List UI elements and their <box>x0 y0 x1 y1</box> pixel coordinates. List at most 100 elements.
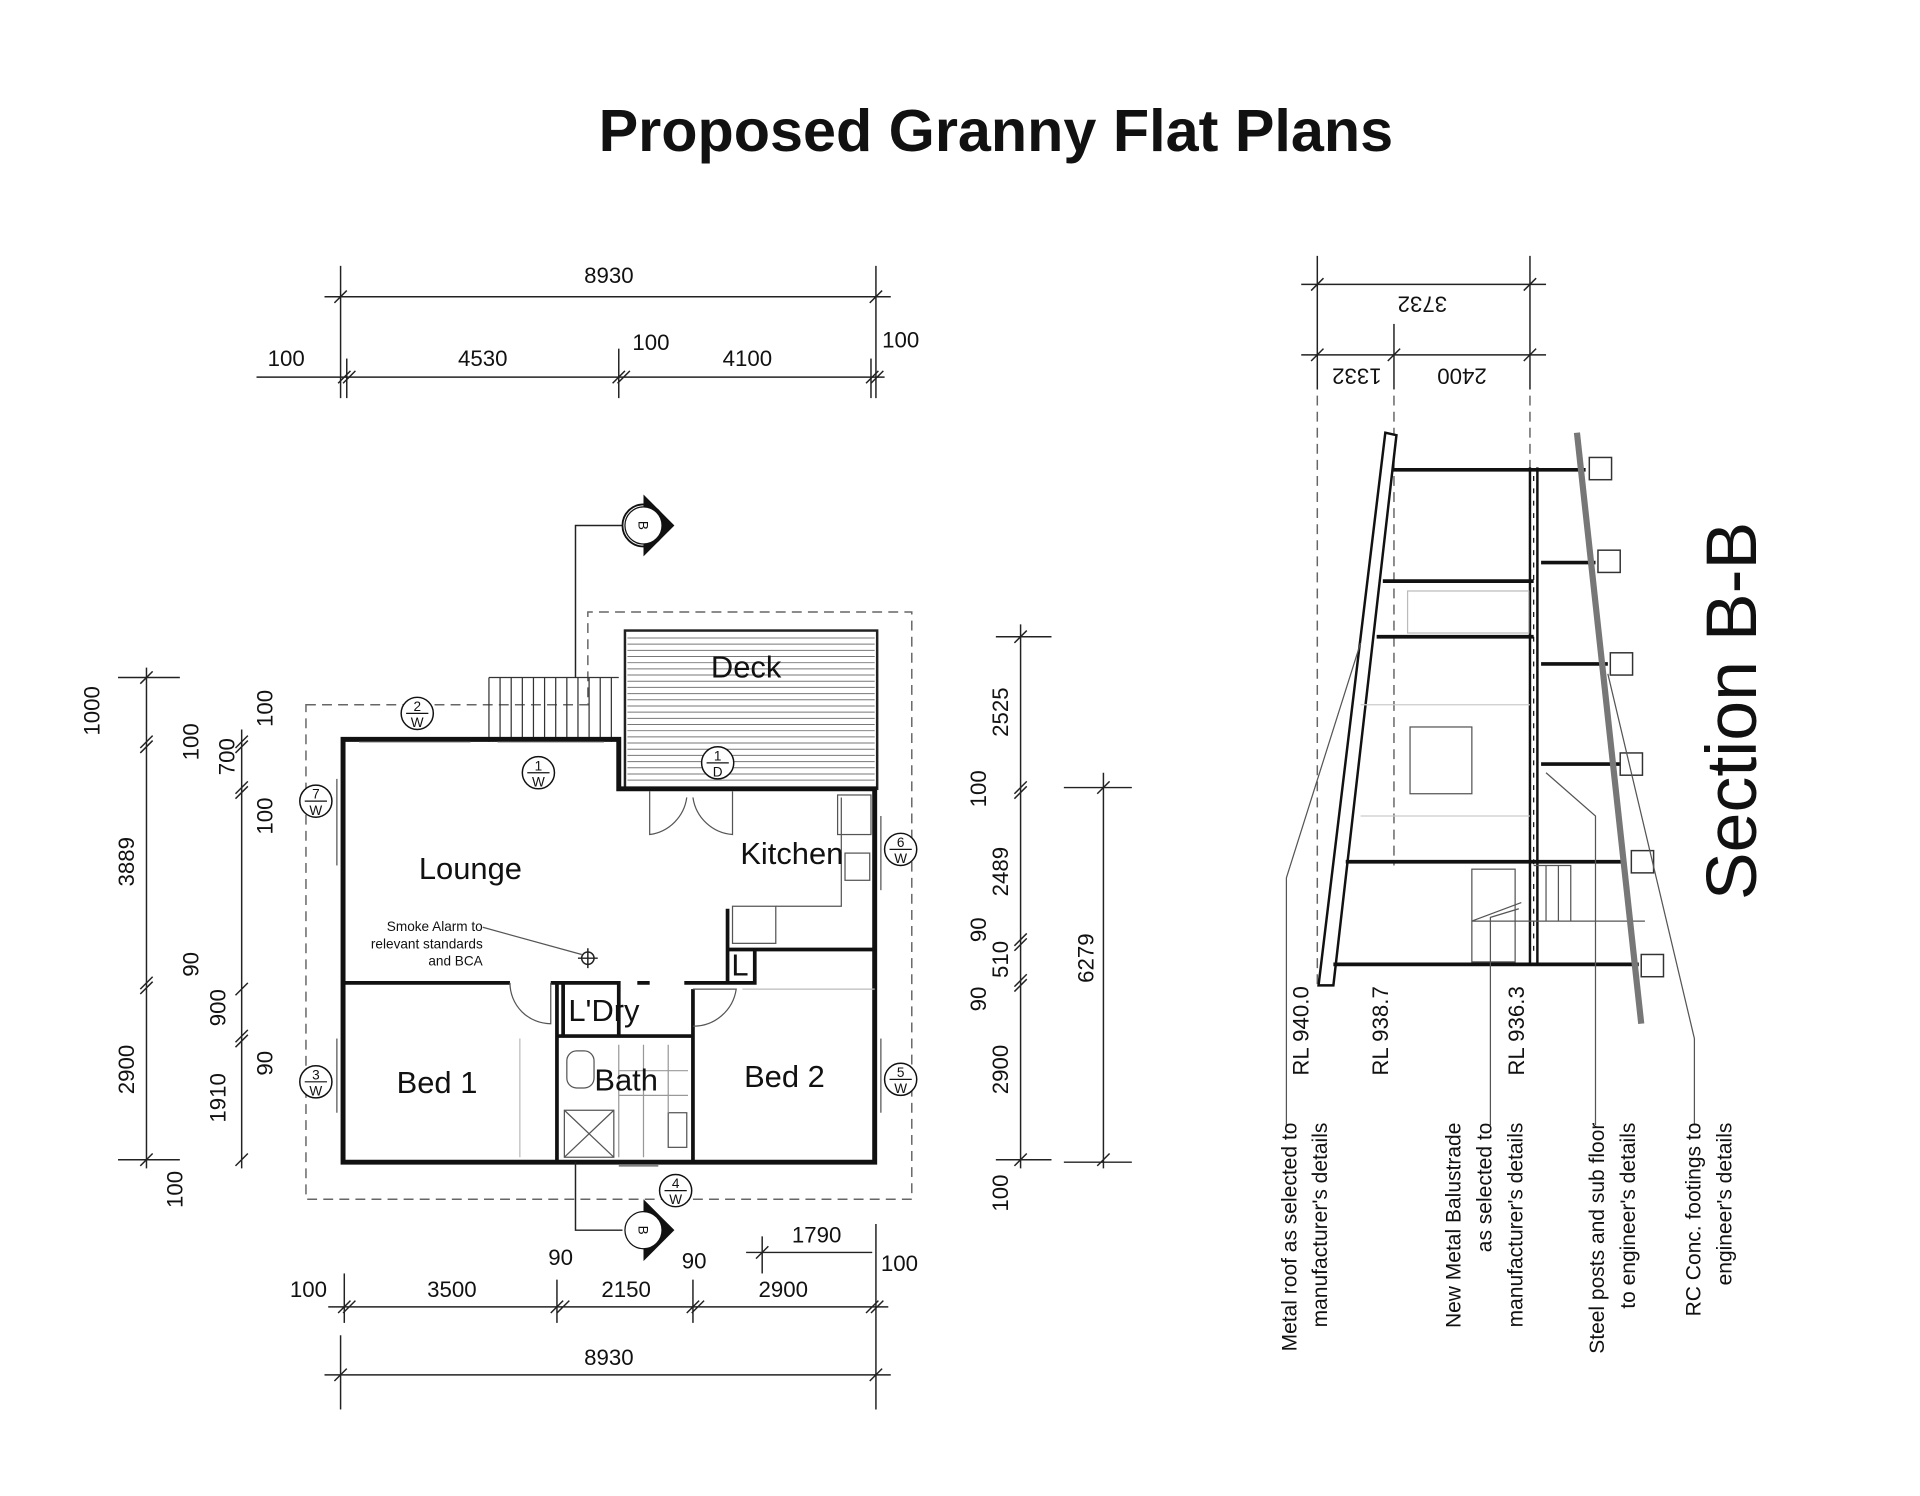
svg-text:Smoke Alarm to: Smoke Alarm to <box>387 919 483 934</box>
svg-text:4: 4 <box>672 1176 680 1191</box>
room-label-kitchen: Kitchen <box>740 836 843 871</box>
opening-tag: 2W <box>400 696 435 731</box>
roof-outline <box>305 611 913 1201</box>
room-label-lounge: Lounge <box>419 851 522 886</box>
section-cut-line <box>574 524 623 1231</box>
opening-tag: 1W <box>521 755 556 790</box>
svg-text:relevant standards: relevant standards <box>371 936 483 951</box>
post <box>1528 467 1539 965</box>
svg-text:New Metal Balustrade: New Metal Balustrade <box>1443 1123 1466 1328</box>
smoke-alarm-icon <box>577 948 598 969</box>
svg-text:as selected to: as selected to <box>1474 1123 1497 1253</box>
svg-text:100: 100 <box>290 1277 327 1302</box>
dimension-label: 100 <box>162 1171 187 1208</box>
room-label-deck: Deck <box>711 650 782 685</box>
opening-tag: 5W <box>883 1062 918 1097</box>
svg-text:4530: 4530 <box>458 346 508 371</box>
internal-walls <box>343 908 875 1163</box>
svg-text:and BCA: and BCA <box>428 954 483 969</box>
svg-text:2900: 2900 <box>758 1277 808 1302</box>
svg-text:100: 100 <box>268 346 305 371</box>
dims-vertical: 1000100388990290010010070010090090191025… <box>79 686 1098 1211</box>
svg-text:Steel posts and sub floor: Steel posts and sub floor <box>1586 1123 1609 1354</box>
svg-text:2150: 2150 <box>601 1277 651 1302</box>
svg-text:4100: 4100 <box>723 346 773 371</box>
doors <box>509 791 875 1158</box>
level-labels: RL 940.0 RL 938.7 RL 936.3 <box>1289 986 1529 1075</box>
dimension-label: 2525 <box>988 687 1013 737</box>
dimension-label: 100 <box>253 797 278 834</box>
dimension-label: 3889 <box>114 837 139 886</box>
svg-text:1332: 1332 <box>1332 363 1382 388</box>
svg-text:manufacturer's details: manufacturer's details <box>1505 1123 1528 1328</box>
svg-text:1: 1 <box>535 758 543 773</box>
dimension-label: 90 <box>253 1051 278 1076</box>
deck <box>623 629 879 791</box>
room-label-linen: L <box>731 947 748 982</box>
opening-tag: 1D <box>700 746 735 780</box>
svg-text:8930: 8930 <box>584 263 634 288</box>
svg-text:1: 1 <box>714 748 722 763</box>
leader-lines <box>1285 642 1696 1126</box>
svg-text:W: W <box>532 774 545 789</box>
dimension-label: 100 <box>253 690 278 727</box>
opening-tag: 4W <box>658 1173 693 1208</box>
svg-text:RC Conc. footings to: RC Conc. footings to <box>1683 1123 1706 1317</box>
windows <box>336 741 882 1167</box>
dimension-label: 2489 <box>988 847 1013 897</box>
svg-text:6: 6 <box>897 835 905 850</box>
dimension-label: 100 <box>178 723 203 760</box>
room-label-bath: Bath <box>594 1062 658 1097</box>
room-label-bed1: Bed 1 <box>397 1065 478 1100</box>
svg-text:2: 2 <box>413 699 421 714</box>
external-walls <box>340 736 878 1165</box>
svg-text:RL 936.3: RL 936.3 <box>1504 986 1529 1075</box>
svg-text:3732: 3732 <box>1398 292 1448 317</box>
stairs <box>488 676 619 742</box>
dimension-lines <box>118 255 1547 1410</box>
section-notes: Metal roof as selected to manufacturer's… <box>1278 1123 1736 1354</box>
section-title: Section B-B <box>1692 522 1772 901</box>
svg-text:W: W <box>669 1192 682 1207</box>
dimension-label: 510 <box>988 941 1013 978</box>
svg-text:3: 3 <box>312 1067 320 1082</box>
section-b-b: 3732 1332 2400 RL 940.0 RL 93 <box>1278 292 1772 1354</box>
svg-text:2400: 2400 <box>1437 363 1487 388</box>
smoke-alarm-note: Smoke Alarm to relevant standards and BC… <box>371 919 598 969</box>
svg-text:to engineer's details: to engineer's details <box>1617 1123 1640 1309</box>
svg-text:1790: 1790 <box>792 1223 841 1248</box>
svg-text:5: 5 <box>897 1065 905 1080</box>
svg-text:100: 100 <box>882 327 919 352</box>
room-label-bed2: Bed 2 <box>744 1059 825 1094</box>
dimension-label: 6279 <box>1074 933 1099 983</box>
svg-text:W: W <box>309 803 322 818</box>
footings <box>1588 456 1665 978</box>
dimension-label: 700 <box>214 738 239 775</box>
section-interior <box>1360 590 1645 963</box>
svg-text:engineer's details: engineer's details <box>1713 1123 1736 1286</box>
svg-text:Metal roof as selected to: Metal roof as selected to <box>1278 1123 1301 1352</box>
dimension-label: 2900 <box>114 1045 139 1095</box>
svg-text:90: 90 <box>548 1245 573 1270</box>
svg-text:D: D <box>713 764 723 779</box>
section-floors <box>1333 467 1639 967</box>
dimension-label: 90 <box>178 952 203 977</box>
dimension-label: 90 <box>966 917 991 942</box>
svg-text:8930: 8930 <box>584 1345 634 1370</box>
opening-tag: 7W <box>299 784 333 818</box>
svg-text:B: B <box>636 521 651 530</box>
opening-tag: 6W <box>883 832 918 867</box>
svg-text:100: 100 <box>881 1251 918 1276</box>
svg-text:100: 100 <box>632 330 669 355</box>
section-dims: 3732 1332 2400 <box>1332 292 1487 389</box>
roof-panel <box>1317 431 1398 987</box>
svg-text:3500: 3500 <box>427 1277 477 1302</box>
dimension-label: 100 <box>966 770 991 807</box>
svg-text:W: W <box>309 1083 322 1098</box>
svg-text:manufacturer's details: manufacturer's details <box>1309 1123 1332 1328</box>
dims-bottom: 100 3500 90 2150 90 2900 1790 100 8930 <box>290 1223 918 1370</box>
section-marker-bottom: B <box>624 1199 675 1262</box>
dimension-label: 900 <box>206 989 231 1026</box>
